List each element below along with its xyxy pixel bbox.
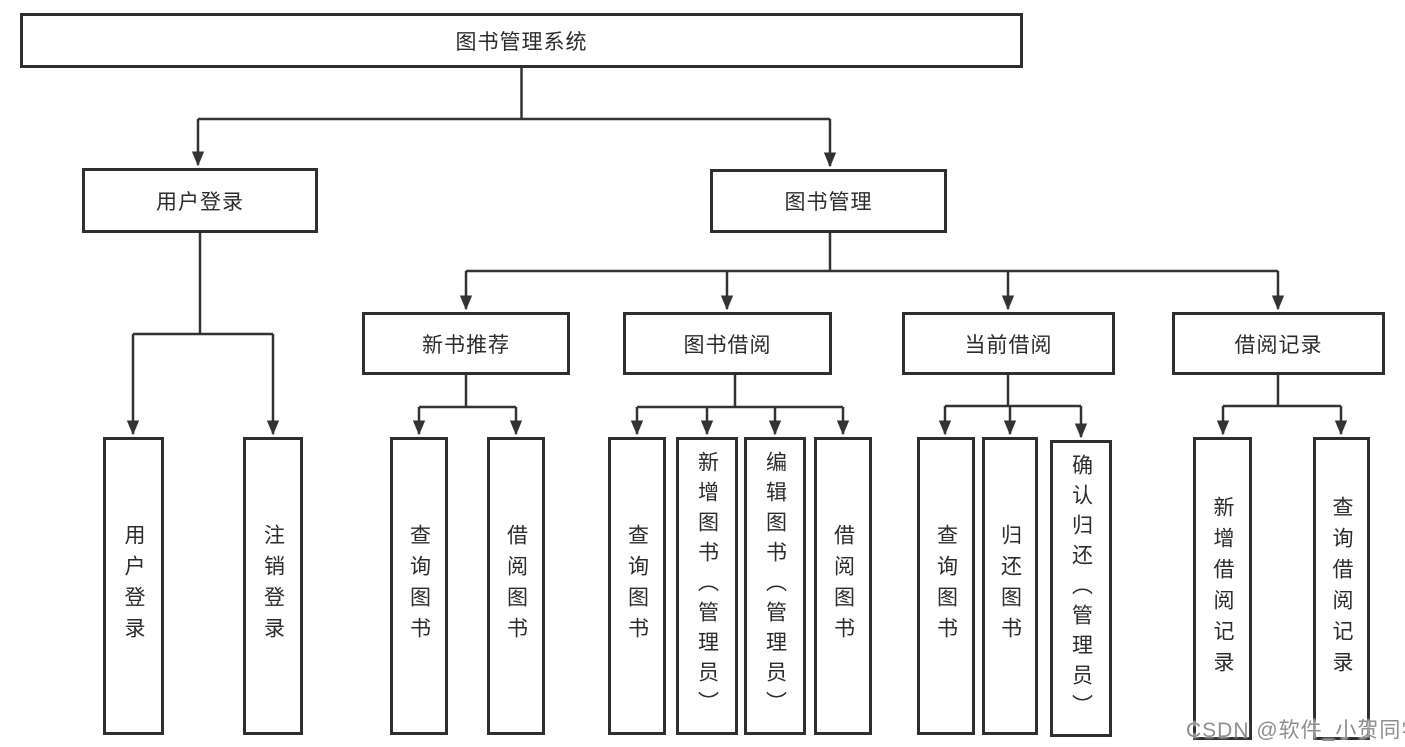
node-label: 查询借阅记录 <box>1330 495 1353 682</box>
node-label: 编辑图书（管理员） <box>763 451 787 721</box>
node-label: 新书推荐 <box>422 333 510 357</box>
node-label: 查询图书 <box>625 524 649 648</box>
node-borrowing-records: 借阅记录 <box>1172 312 1385 375</box>
node-leaf-recommend-query-books: 查询图书 <box>390 437 448 735</box>
edge-bookmgmt-rail <box>466 233 1278 273</box>
node-label: 图书管理系统 <box>455 30 588 54</box>
edge-current-rail <box>945 375 1081 408</box>
node-book-borrowing: 图书借阅 <box>623 312 832 375</box>
node-label: 用户登录 <box>156 190 244 214</box>
node-leaf-current-return-books: 归还图书 <box>982 437 1038 735</box>
edge-records-rail <box>1223 375 1341 408</box>
node-label: 图书借阅 <box>683 333 772 357</box>
node-label: 借阅记录 <box>1234 333 1323 357</box>
edge-root-rail <box>198 67 830 121</box>
node-book-management: 图书管理 <box>710 169 947 233</box>
edge-recommend-rail <box>419 375 516 409</box>
node-leaf-logout: 注销登录 <box>243 437 303 735</box>
node-leaf-recommend-borrow-books: 借阅图书 <box>487 437 545 735</box>
node-label: 用户登录 <box>122 524 145 648</box>
node-new-book-recommend: 新书推荐 <box>362 312 570 375</box>
node-leaf-current-query-books: 查询图书 <box>917 437 975 735</box>
csdn-watermark: CSDN @软件_小贺同学 <box>1186 719 1405 742</box>
node-label: 借阅图书 <box>831 524 855 648</box>
node-label: 图书管理 <box>784 191 873 214</box>
node-label: 新增借阅记录 <box>1211 495 1234 682</box>
node-leaf-borrowing-borrow-books: 借阅图书 <box>814 437 872 735</box>
node-label: 新增图书（管理员） <box>695 451 719 721</box>
edge-borrowing-rail <box>637 375 843 409</box>
node-leaf-current-confirm-return-admin: 确认归还（管理员） <box>1050 440 1112 737</box>
node-label: 查询图书 <box>934 524 958 648</box>
node-leaf-borrowing-query-books: 查询图书 <box>608 437 666 735</box>
node-label: 借阅图书 <box>504 524 528 648</box>
node-leaf-borrowing-add-books-admin: 新增图书（管理员） <box>676 437 738 735</box>
node-leaf-records-add-borrow-record: 新增借阅记录 <box>1193 437 1252 740</box>
node-label: 归还图书 <box>998 524 1022 648</box>
node-leaf-user-login: 用户登录 <box>103 437 164 735</box>
node-label: 注销登录 <box>261 524 285 648</box>
node-library-management-system: 图书管理系统 <box>20 13 1023 68</box>
edge-userlogin-rail <box>133 233 273 336</box>
node-user-login: 用户登录 <box>82 168 318 233</box>
node-current-borrowing: 当前借阅 <box>902 312 1115 375</box>
node-label: 确认归还（管理员） <box>1069 453 1093 724</box>
node-leaf-borrowing-edit-books-admin: 编辑图书（管理员） <box>744 437 806 735</box>
node-label: 当前借阅 <box>964 333 1053 357</box>
node-label: 查询图书 <box>407 524 431 648</box>
node-leaf-records-query-borrow-record: 查询借阅记录 <box>1313 437 1370 740</box>
